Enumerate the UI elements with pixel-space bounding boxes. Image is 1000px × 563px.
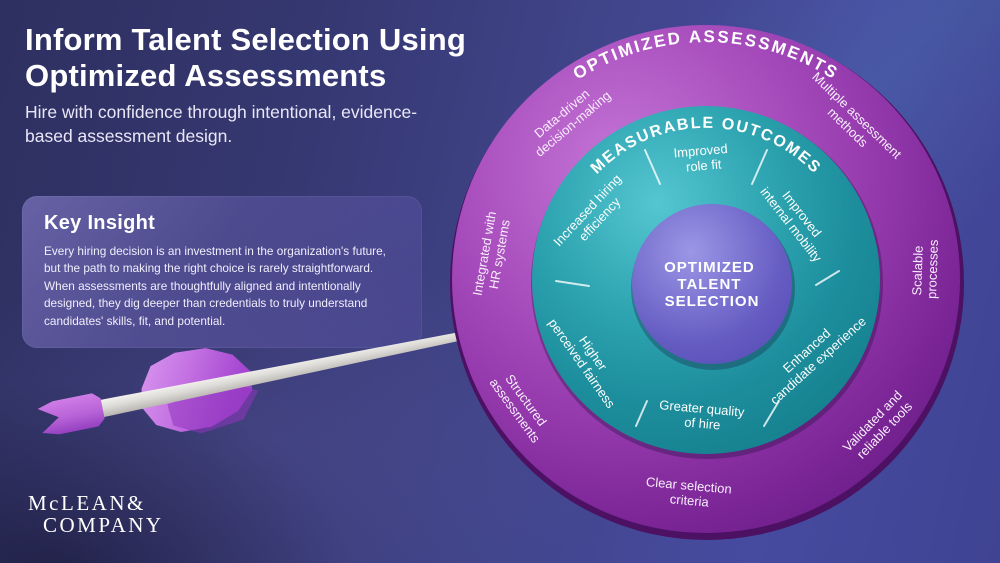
- outer-label-scalable: Scalable processes: [909, 238, 941, 299]
- inner-circle-disc: [632, 204, 792, 364]
- divider-tick-6: [555, 280, 590, 287]
- mid-label-role-fit: Improved role fit: [673, 141, 733, 176]
- rings-diagram: OPTIMIZED ASSESSMENTS MEASURABLE OUTCOME…: [450, 25, 964, 540]
- mid-label-quality-of-hire: Greater quality of hire: [657, 397, 748, 435]
- page-subtitle: Hire with confidence through intentional…: [25, 102, 418, 147]
- logo-line2: COMPANY: [43, 513, 164, 538]
- company-logo: McLEAN& COMPANY: [28, 492, 164, 536]
- key-insight-title: Key Insight: [44, 212, 156, 234]
- divider-tick-5: [635, 400, 648, 427]
- key-insight-body: Every hiring decision is an investment i…: [44, 244, 386, 328]
- key-insight-panel: Key Insight Every hiring decision is an …: [22, 196, 422, 349]
- page-title: Inform Talent Selection Using Optimized …: [25, 22, 466, 93]
- center-label: OPTIMIZED TALENT SELECTION: [664, 259, 760, 310]
- logo-line1: McLEAN&: [28, 491, 146, 515]
- divider-tick-4: [763, 400, 780, 427]
- arrow-nock-icon: [37, 392, 106, 438]
- divider-tick-1: [644, 149, 661, 185]
- divider-tick-2: [751, 149, 768, 185]
- divider-tick-3: [815, 270, 840, 286]
- outer-label-clear-criteria: Clear selection criteria: [644, 474, 736, 512]
